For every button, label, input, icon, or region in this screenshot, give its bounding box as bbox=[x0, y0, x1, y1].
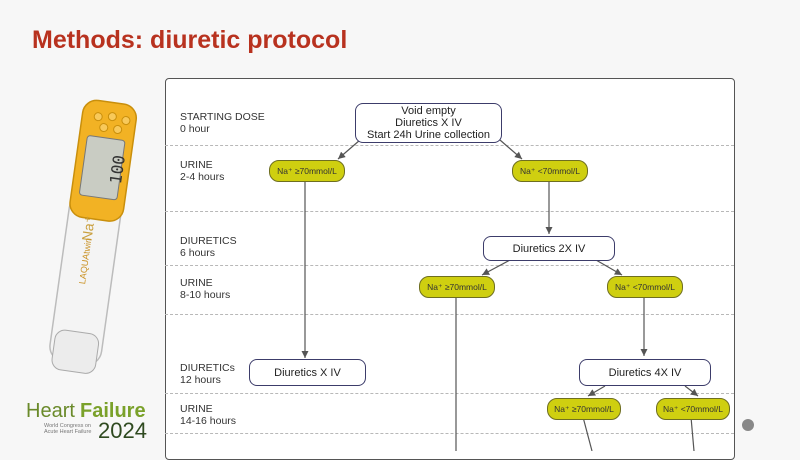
slide-nav-dot[interactable] bbox=[742, 419, 754, 431]
connector-arrow bbox=[499, 139, 523, 160]
row-separator bbox=[165, 433, 734, 434]
slide-title: Methods: diuretic protocol bbox=[32, 26, 348, 54]
diuretics-4x-box: Diuretics 4X IV bbox=[579, 359, 711, 386]
row-separator bbox=[165, 211, 734, 212]
connector-line bbox=[690, 416, 695, 451]
connector-line bbox=[582, 416, 593, 451]
row-separator bbox=[165, 314, 734, 315]
row-separator bbox=[165, 265, 734, 266]
row-separator bbox=[165, 145, 734, 146]
connector-arrow bbox=[684, 385, 699, 397]
logo-heart-text: Heart bbox=[26, 400, 75, 422]
diuretics-2x-box: Diuretics 2X IV bbox=[483, 236, 615, 261]
connector-arrow bbox=[587, 385, 606, 397]
na-high-pill-8-10h: Na⁺ ≥70mmol/L bbox=[419, 276, 495, 298]
logo-failure-text: Failure bbox=[80, 400, 146, 422]
start-dose-box: Void empty Diuretics X IV Start 24h Urin… bbox=[355, 103, 502, 143]
diuretics-x-12h-box: Diuretics X IV bbox=[249, 359, 366, 386]
connector-arrow bbox=[337, 139, 361, 160]
connector-arrow bbox=[481, 259, 511, 276]
connector-arrow bbox=[595, 259, 623, 276]
na-high-pill-2-4h: Na⁺ ≥70mmol/L bbox=[269, 160, 345, 182]
na-low-pill-14-16h: Na⁺ <70mmol/L bbox=[656, 398, 730, 420]
row-separator bbox=[165, 393, 734, 394]
logo-year: 2024 bbox=[98, 418, 147, 443]
na-low-pill-8-10h: Na⁺ <70mmol/L bbox=[607, 276, 683, 298]
sodium-meter-image bbox=[49, 99, 138, 374]
na-low-pill-2-4h: Na⁺ <70mmol/L bbox=[512, 160, 588, 182]
na-high-pill-14-16h: Na⁺ ≥70mmol/L bbox=[547, 398, 621, 420]
